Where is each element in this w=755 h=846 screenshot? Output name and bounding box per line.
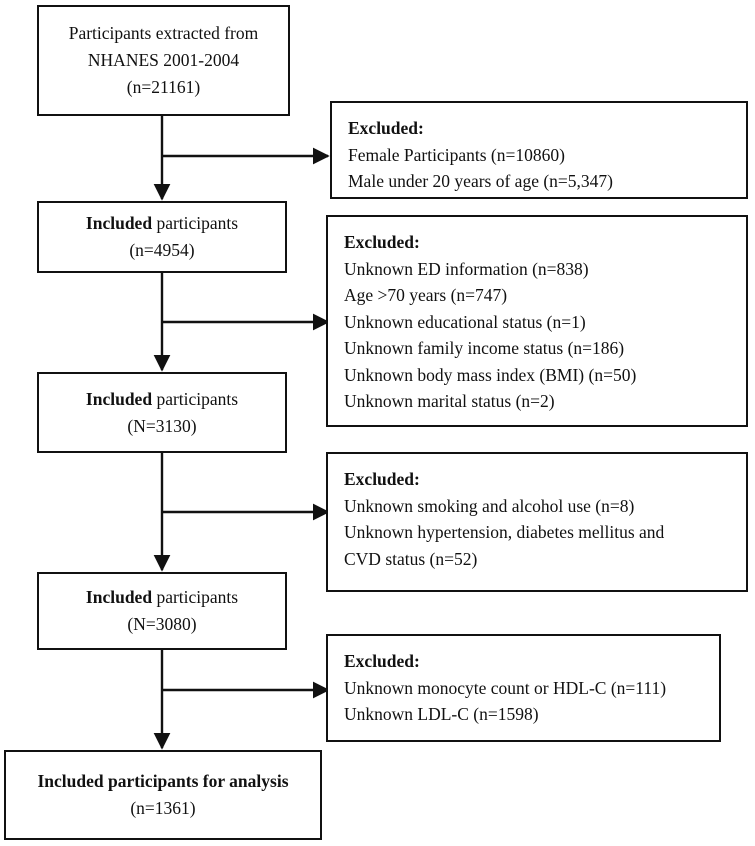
exclusion-3-title: Excluded: [344,466,746,493]
exclusion-3-item: CVD status (n=52) [344,548,478,569]
exclusion-4-title-text: Excluded: [344,651,420,671]
start-line-2: NHANES 2001-2004 [87,50,240,70]
start-line-3: (n=21161) [126,77,201,97]
exclusion-2-item: Unknown family income status (n=186) [344,338,625,358]
included-3-rest: participants [152,587,239,607]
included-2-count: (N=3130) [127,415,197,436]
final-title: Included participants for analysis [37,768,288,795]
exclusion-2-item: Age >70 years (n=747) [344,285,508,305]
exclusion-box-1: Excluded: Female Participants (n=10860) … [330,101,748,199]
included-3-count: (N=3080) [127,614,197,634]
exclusion-box-4: Excluded: Unknown monocyte count or HDL-… [326,634,721,742]
exclusion-2-title-text: Excluded: [344,232,420,252]
exclusion-3-title-text: Excluded: [344,469,420,489]
included-box-1: Included participants (n=4954) [37,201,287,273]
included-2-label: Included participants [86,386,238,413]
included-2-rest: participants [152,388,239,409]
exclusion-4-title: Excluded: [344,648,719,675]
exclusion-box-3: Excluded: Unknown smoking and alcohol us… [326,452,748,592]
exclusion-2-item: Unknown body mass index (BMI) (n=50) [344,364,637,385]
included-1-count: (n=4954) [129,240,195,260]
final-title-text: Included participants for analysis [37,771,289,791]
included-3-bold: Included [85,587,153,607]
exclusion-3-item: Unknown smoking and alcohol use (n=8) [344,495,635,516]
included-box-2: Included participants (N=3130) [37,372,287,453]
exclusion-2-item: Unknown educational status (n=1) [344,311,586,332]
included-1-label: Included participants [86,210,238,237]
included-2-bold: Included [85,388,153,409]
included-1-bold: Included [85,213,153,233]
included-3-label: Included participants [86,584,238,611]
exclusion-1-title-text: Excluded: [348,118,424,138]
start-line-1: Participants extracted from [68,23,259,43]
exclusion-box-2: Excluded: Unknown ED information (n=838)… [326,215,748,427]
exclusion-2-item: Unknown ED information (n=838) [344,258,589,279]
exclusion-4-item: Unknown monocyte count or HDL-C (n=111) [344,677,667,698]
exclusion-2-title: Excluded: [344,229,746,256]
exclusion-1-title: Excluded: [348,115,746,142]
exclusion-3-item: Unknown hypertension, diabetes mellitus … [344,522,665,542]
exclusion-1-item: Female Participants (n=10860) [348,144,565,165]
exclusion-2-item: Unknown marital status (n=2) [344,391,555,411]
exclusion-1-item: Male under 20 years of age (n=5,347) [348,171,613,191]
start-box: Participants extracted from NHANES 2001-… [37,5,290,116]
final-box: Included participants for analysis (n=13… [4,750,322,840]
included-box-3: Included participants (N=3080) [37,572,287,650]
final-count: (n=1361) [130,798,196,818]
exclusion-4-item: Unknown LDL-C (n=1598) [344,704,539,724]
included-1-rest: participants [152,213,239,233]
